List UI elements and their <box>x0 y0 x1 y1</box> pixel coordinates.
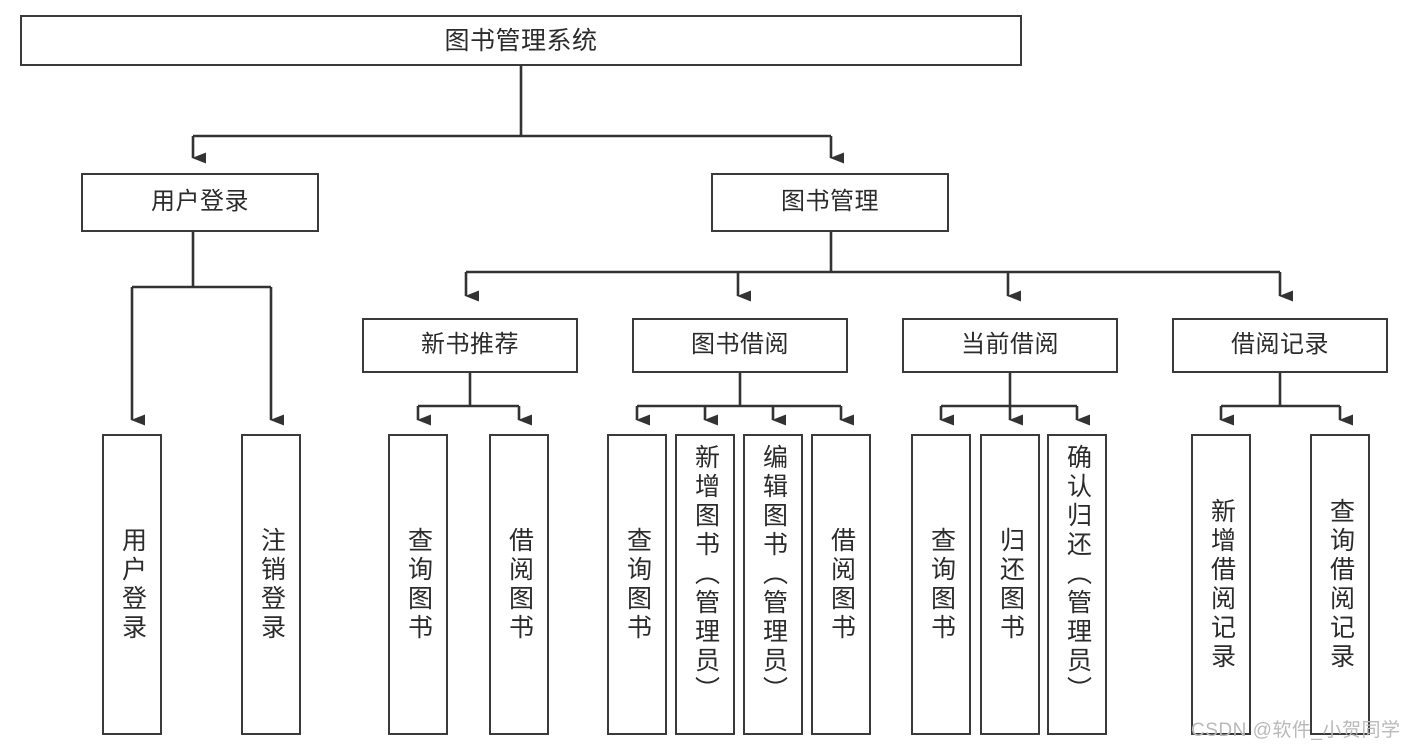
node-borrow-record[interactable]: 借阅记录 <box>1172 318 1388 373</box>
node-label: 注销登录 <box>257 526 286 643</box>
node-label: 确认归还（管理员） <box>1063 444 1092 705</box>
node-current-borrow[interactable]: 当前借阅 <box>902 318 1118 373</box>
node-label: 用户登录 <box>118 526 147 643</box>
node-label: 图书管理 <box>781 188 879 216</box>
node-label: 查询图书 <box>927 526 956 643</box>
node-label: 借阅记录 <box>1231 331 1329 359</box>
leaf-query-book-borrow[interactable]: 查询图书 <box>607 434 667 735</box>
node-label: 图书借阅 <box>691 331 789 359</box>
node-label: 借阅图书 <box>505 526 534 643</box>
node-label: 用户登录 <box>151 188 249 216</box>
leaf-borrow-book[interactable]: 借阅图书 <box>811 434 871 735</box>
node-label: 新增图书（管理员） <box>691 444 720 705</box>
node-book-management[interactable]: 图书管理 <box>711 173 949 232</box>
node-label: 查询图书 <box>623 526 652 643</box>
leaf-query-book-recommend[interactable]: 查询图书 <box>388 434 448 735</box>
node-new-book-recommend[interactable]: 新书推荐 <box>362 318 578 373</box>
csdn-watermark: CSDN @软件_小贺同学 <box>1191 715 1400 742</box>
node-label: 查询图书 <box>404 526 433 643</box>
leaf-add-book-admin[interactable]: 新增图书（管理员） <box>675 434 735 735</box>
node-label: 查询借阅记录 <box>1326 497 1355 672</box>
leaf-logout-login[interactable]: 注销登录 <box>241 434 301 735</box>
node-label: 借阅图书 <box>827 526 856 643</box>
leaf-query-book-current[interactable]: 查询图书 <box>911 434 971 735</box>
leaf-return-book[interactable]: 归还图书 <box>980 434 1040 735</box>
leaf-edit-book-admin[interactable]: 编辑图书（管理员） <box>743 434 803 735</box>
leaf-query-borrow-record[interactable]: 查询借阅记录 <box>1310 434 1370 735</box>
node-label: 编辑图书（管理员） <box>759 444 788 705</box>
watermark-text: CSDN @软件_小贺同学 <box>1191 720 1401 741</box>
node-user-login[interactable]: 用户登录 <box>81 173 319 232</box>
node-label: 图书管理系统 <box>444 26 598 55</box>
leaf-borrow-book-recommend[interactable]: 借阅图书 <box>489 434 549 735</box>
node-label: 当前借阅 <box>961 331 1059 359</box>
node-root-book-management-system[interactable]: 图书管理系统 <box>20 15 1022 66</box>
node-label: 新增借阅记录 <box>1207 497 1236 672</box>
leaf-add-borrow-record[interactable]: 新增借阅记录 <box>1191 434 1251 735</box>
node-book-borrow[interactable]: 图书借阅 <box>632 318 848 373</box>
node-label: 归还图书 <box>996 526 1025 643</box>
leaf-user-login[interactable]: 用户登录 <box>102 434 162 735</box>
node-label: 新书推荐 <box>421 331 519 359</box>
leaf-confirm-return-admin[interactable]: 确认归还（管理员） <box>1047 434 1107 735</box>
